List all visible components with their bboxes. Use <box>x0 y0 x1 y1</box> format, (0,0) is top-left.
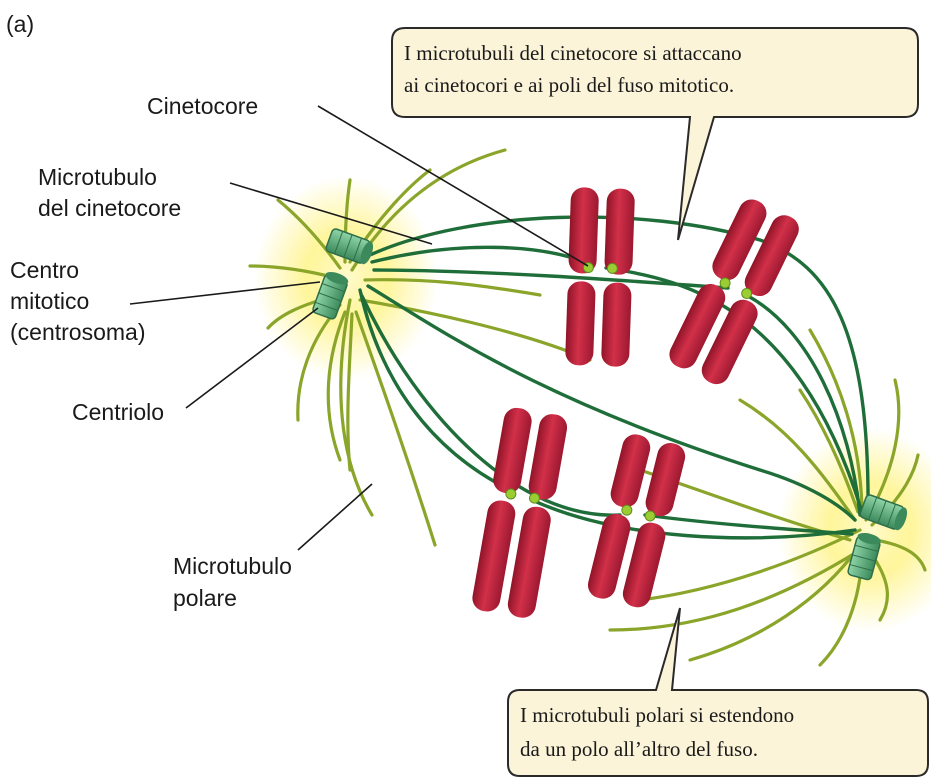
callout-bottom: I microtubuli polari si estendono da un … <box>508 608 928 776</box>
label-microtubulo-cinetocore-1: Microtubulo <box>38 164 157 190</box>
label-centriolo: Centriolo <box>72 399 164 425</box>
chromosome-3 <box>470 406 569 620</box>
callout-bottom-line1: I microtubuli polari si estendono <box>520 703 794 727</box>
label-centro-3: (centrosoma) <box>10 319 145 345</box>
label-polare-2: polare <box>173 585 237 611</box>
label-cinetocore: Cinetocore <box>147 93 258 119</box>
label-centro-2: mitotico <box>10 288 89 314</box>
label-centro-1: Centro <box>10 257 79 283</box>
callout-bottom-line2: da un polo all’altro del fuso. <box>520 737 758 761</box>
label-microtubulo-cinetocore-2: del cinetocore <box>38 195 181 221</box>
kinetochore-dot <box>607 263 617 273</box>
callout-top-line2: ai cinetocori e ai poli del fuso mitotic… <box>404 73 734 97</box>
leader-microtubulo-polare <box>298 484 372 550</box>
callout-top-line1: I microtubuli del cinetocore si attaccan… <box>404 41 742 65</box>
panel-label: (a) <box>6 11 34 37</box>
label-polare-1: Microtubulo <box>173 553 292 579</box>
chromosome-4 <box>585 432 688 610</box>
callout-top: I microtubuli del cinetocore si attaccan… <box>392 28 918 240</box>
